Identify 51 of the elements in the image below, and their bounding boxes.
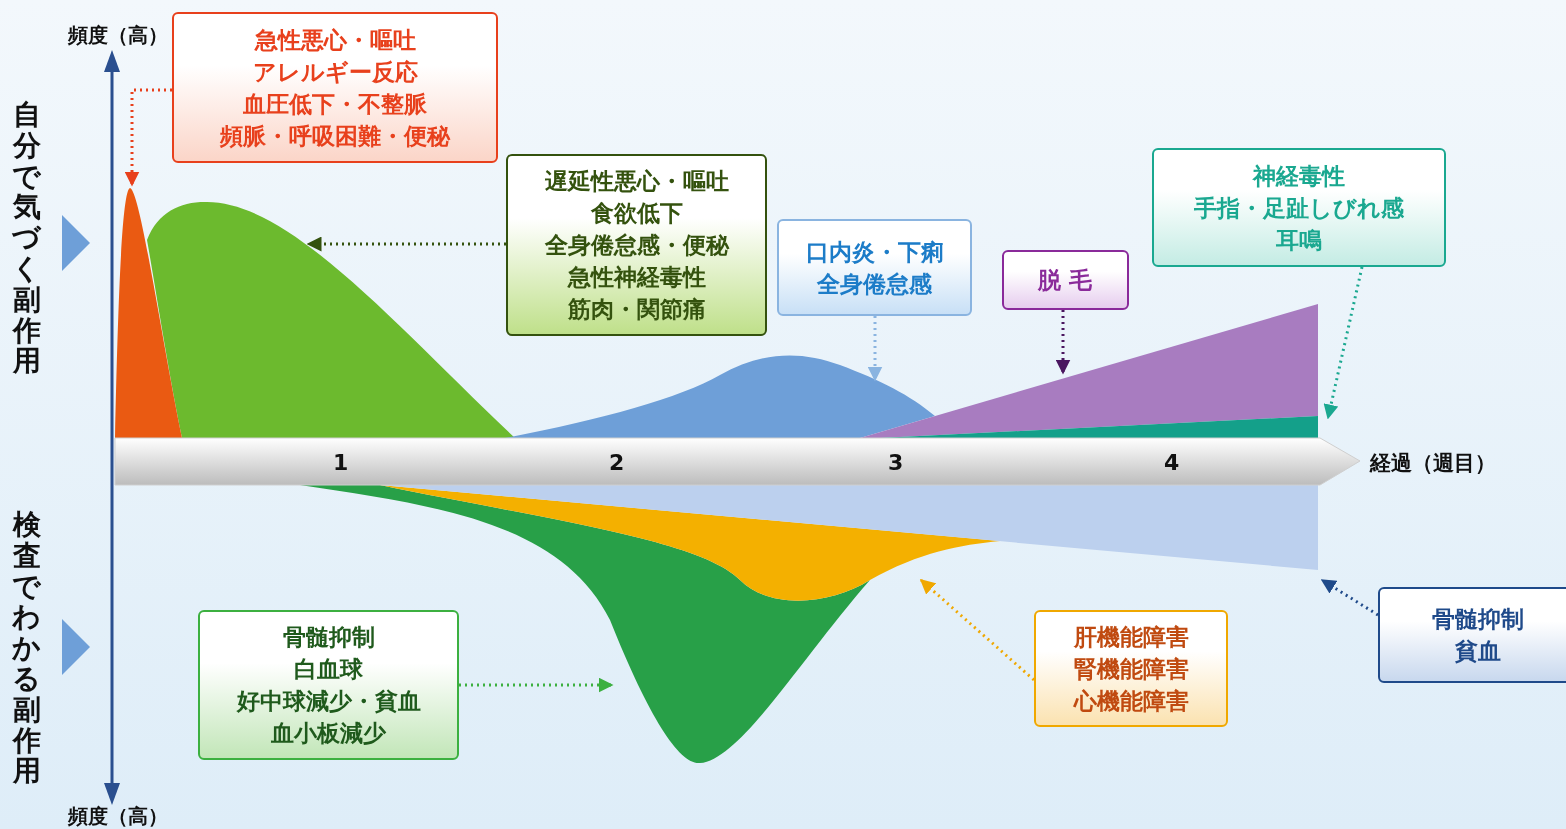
callout-text: 耳鳴 [1276, 225, 1322, 255]
leader-line [1055, 310, 1071, 375]
callout-box [1152, 148, 1446, 267]
tick-label: 1 [333, 450, 349, 475]
area-curve [147, 202, 515, 438]
axis-label: 自分で気づく副作用 [12, 100, 42, 378]
callout-text: 白血球 [294, 655, 363, 684]
callout-text: 骨髄抑制 [1432, 605, 1524, 634]
callout-box [777, 219, 972, 316]
callout-text: 食欲低下 [590, 199, 683, 228]
callout-box [198, 610, 459, 760]
tick-label: 3 [888, 450, 904, 475]
callout-text: 貧血 [1455, 637, 1501, 666]
callout-text: 神経毒性 [1253, 161, 1345, 191]
axis-label: 経過（週目） [1370, 450, 1496, 477]
callout-box [1002, 250, 1129, 310]
callout-text: 好中球減少・貧血 [236, 687, 421, 716]
axis-label: 頻度（高） [68, 803, 168, 829]
callout-box [1378, 587, 1566, 683]
callout-text: 急性悪心・嘔吐 [254, 25, 416, 55]
callout-text: 遅延性悪心・嘔吐 [544, 167, 729, 196]
callout-text: 肝機能障害 [1073, 622, 1189, 652]
leader-line [1323, 266, 1364, 420]
callout-text: 手指・足趾しびれ感 [1194, 193, 1404, 223]
leader-line [459, 677, 614, 693]
leader-line [1320, 578, 1379, 617]
callout-text: 脱 毛 [1038, 266, 1093, 295]
callout-box [1034, 610, 1228, 727]
axis-label: 検査でわかる副作用 [12, 510, 42, 788]
tick-label: 4 [1164, 450, 1180, 475]
leader-line [867, 316, 883, 382]
area-curve [115, 188, 182, 438]
callout-text: 口内炎・下痢 [805, 237, 944, 267]
callout-box [506, 154, 767, 336]
callout-text: 全身倦怠感・便秘 [544, 231, 729, 260]
leader-line [306, 236, 506, 252]
leader-line [919, 578, 1035, 682]
callout-text: 血圧低下・不整脈 [243, 89, 427, 119]
callout-text: 急性神経毒性 [567, 263, 706, 292]
callout-text: 腎機能障害 [1073, 654, 1189, 684]
callout-text: 血小板減少 [271, 719, 386, 748]
tick-label: 2 [609, 450, 625, 475]
callout-text: 全身倦怠感 [817, 269, 932, 299]
axis-label: 頻度（高） [68, 22, 168, 49]
leader-line [124, 88, 172, 187]
callout-text: 骨髄抑制 [282, 623, 375, 652]
callout-text: 頻脈・呼吸困難・便秘 [220, 121, 450, 151]
callout-text: アレルギー反応 [252, 57, 418, 87]
callout-text: 心機能障害 [1073, 686, 1189, 716]
callout-text: 筋肉・関節痛 [567, 295, 706, 324]
callout-box [172, 12, 498, 163]
